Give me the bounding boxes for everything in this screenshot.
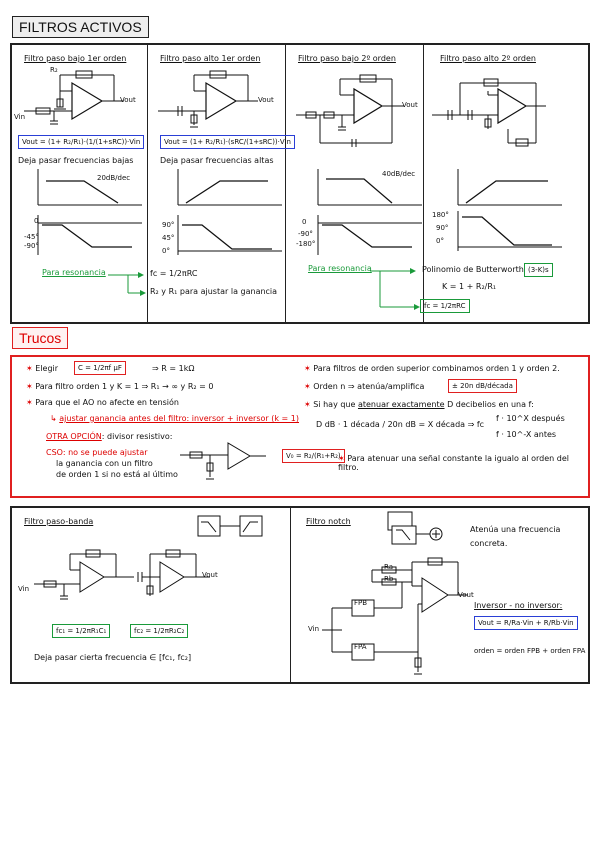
trick-item-2: ✶ Para filtro orden 1 y K = 1 ⇒ R₁ → ∞ y… (26, 382, 214, 391)
lowpass1-vin-label: Vin (14, 113, 26, 121)
bandpass-circuit (34, 549, 210, 600)
notch-fpa-label: FPA (354, 643, 367, 651)
highpass2-circuit (432, 78, 546, 147)
highpass1-phase-0: 90° (162, 221, 175, 229)
notch-desc-2: concreta. (470, 539, 508, 548)
lowpass1-r2-label: R₂ (50, 66, 58, 74)
highpass1-magnitude-plot (177, 169, 282, 206)
trick-right-2: ✶ Orden n ⇒ atenúa/amplifica (304, 382, 425, 391)
highpass1-desc: Deja pasar frecuencias altas (160, 156, 274, 165)
trick-right-4: D dB · 1 década / 20n dB = X década ⇒ fc (316, 420, 485, 429)
bandpass-vin-label: Vin (18, 585, 30, 593)
lowpass2-title: Filtro paso bajo 2º orden (298, 54, 396, 63)
highpass1-phase-2: 0° (162, 247, 170, 255)
notch-inv-title: Inversor - no inversor: (474, 601, 563, 610)
lowpass1-desc: Deja pasar frecuencias bajas (18, 156, 134, 165)
cso-note-2: la ganancia con un filtro (56, 459, 153, 468)
trick-right-1: ✶ Para filtros de orden superior combina… (304, 364, 560, 373)
notch-title: Filtro notch (306, 517, 351, 526)
cso-note-3: de orden 1 si no está al último (56, 470, 178, 479)
lowpass2-slope: 40dB/dec (382, 170, 416, 178)
resonance-note-left: Para resonancia (42, 268, 106, 277)
resonance-note-right: Para resonancia (308, 264, 372, 273)
trick-item-1-result: ⇒ R = 1kΩ (152, 364, 195, 373)
other-option: OTRA OPCIÓN: divisor resistivo: (46, 432, 173, 441)
page-title: FILTROS ACTIVOS (12, 16, 149, 38)
lowpass1-circuit (24, 70, 124, 125)
trick-right-4-down: f · 10^-X antes (496, 430, 557, 439)
notch-ra-label: Ra (384, 563, 393, 571)
notch-vin-label: Vin (308, 625, 320, 633)
notch-rb-label: Rb (384, 575, 394, 583)
highpass2-phase-plot (457, 211, 562, 251)
resonance-arrows-right (370, 268, 420, 310)
resonance-arrows-left (108, 272, 146, 296)
bandpass-vout-label: Vout (202, 571, 218, 579)
bandpass-block-diagram (197, 515, 263, 537)
notch-block-diagram (387, 511, 443, 545)
highpass1-vout-label: Vout (258, 96, 274, 104)
trick-item-1-box: C = 1/2πf μF (74, 361, 126, 375)
trick-item-3: ✶ Para que el AO no afecte en tensión (26, 398, 179, 407)
bandpass-title: Filtro paso-banda (24, 517, 94, 526)
lowpass1-title: Filtro paso bajo 1er orden (24, 54, 127, 63)
highpass1-circuit (158, 70, 258, 128)
lowpass2-phase-0: 0 (302, 218, 307, 226)
fc-formula-right: fc = 1/2πRC (420, 299, 470, 313)
notch-vout-label: Vout (458, 591, 474, 599)
highpass2-phase-0: 180° (432, 211, 449, 219)
trick-right-3: ✶ Si hay que atenuar exactamente D decib… (304, 400, 534, 409)
bandpass-notch-panel: Filtro paso-banda Vin Vout fc₁ = 1/2πR₁C… (10, 506, 590, 684)
notch-circuit (322, 557, 468, 675)
cso-note: CSO: no se puede ajustar (46, 448, 148, 457)
lowpass1-slope: 20dB/dec (97, 174, 131, 182)
lowpass2-circuit (296, 74, 404, 147)
notch-fpb-label: FPB (354, 599, 368, 607)
highpass1-title: Filtro paso alto 1er orden (160, 54, 261, 63)
highpass2-phase-2: 0° (436, 237, 444, 245)
notch-desc-1: Atenúa una frecuencia (470, 525, 561, 534)
lowpass1-formula: Vout = (1+ R₂/R₁)·(1/(1+sRC))·Vin (18, 135, 145, 149)
trick-right-2-box: ± 20n dB/década (448, 379, 517, 393)
gain-note: R₂ y R₁ para ajustar la ganancia (150, 287, 278, 296)
lowpass2-vout-label: Vout (402, 101, 418, 109)
lowpass2-phase-1: -90° (298, 230, 313, 238)
bandpass-fc2: fc₂ = 1/2πR₂C₂ (130, 624, 189, 638)
lowpass1-phase-2: -90° (24, 242, 39, 250)
filters-panel: Filtro paso bajo 1er orden R₂ Vin Vout V… (10, 43, 590, 324)
trick-right-4-up: f · 10^X después (496, 414, 565, 423)
notch-formula: Vout = R/Ra·Vin + R/Rb·Vin (474, 616, 578, 630)
highpass2-phase-1: 90° (436, 224, 449, 232)
k-formula: K = 1 + R₂/R₁ (442, 282, 497, 291)
trick-right-5: ✶ Para atenuar una señal constante la ig… (338, 454, 569, 472)
lowpass1-phase-1: -45° (24, 233, 39, 241)
lowpass1-magnitude-plot (37, 169, 142, 206)
bandpass-desc: Deja pasar cierta frecuencia ∈ [fc₁, fc₂… (34, 653, 192, 662)
notch-order: orden = orden FPB + orden FPA (474, 647, 586, 655)
lowpass2-phase-plot (317, 215, 422, 255)
trick-item-1: ✶ Elegir (26, 364, 59, 373)
tricks-panel: ✶ Elegir C = 1/2πf μF ⇒ R = 1kΩ ✶ Para f… (10, 355, 590, 498)
highpass1-formula: Vout = (1+ R₂/R₁)·(sRC/(1+sRC))·Vin (160, 135, 295, 149)
butterworth-box: (3-K)s (524, 263, 553, 277)
lowpass1-vout-label: Vout (120, 96, 136, 104)
lowpass1-phase-plot (37, 215, 142, 255)
voltage-divider-circuit (180, 442, 266, 480)
bandpass-fc1: fc₁ = 1/2πR₁C₁ (52, 624, 111, 638)
voltage-divider-formula: V₀ = R₂/(R₁+R₂) (282, 449, 345, 463)
lowpass2-magnitude-plot (317, 169, 422, 206)
highpass2-magnitude-plot (457, 169, 562, 206)
lowpass2-phase-2: -180° (296, 240, 316, 248)
fc-formula-left: fc = 1/2πRC (150, 269, 198, 278)
butterworth-label: Polinomio de Butterworth (422, 265, 524, 274)
highpass1-phase-plot (177, 215, 282, 255)
tricks-header: Trucos (12, 327, 69, 349)
trick-item-3-sub: ↳ ajustar ganancia antes del filtro: inv… (50, 414, 299, 423)
highpass2-title: Filtro paso alto 2º orden (440, 54, 536, 63)
lowpass1-phase-0: 0 (34, 217, 39, 225)
highpass1-phase-1: 45° (162, 234, 175, 242)
